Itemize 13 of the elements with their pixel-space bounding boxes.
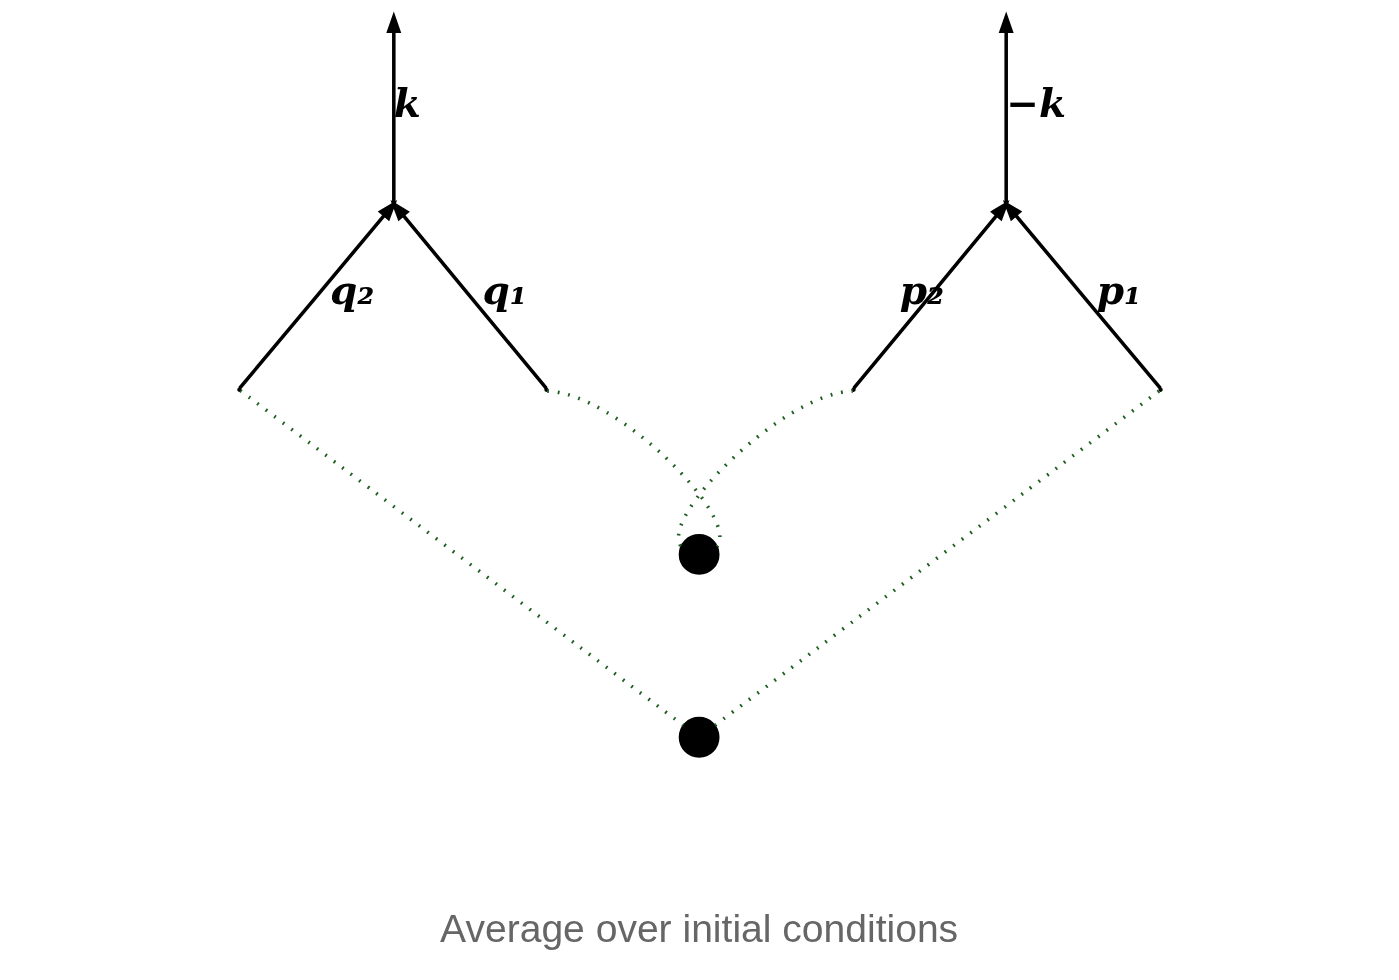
node-dot [678,534,720,575]
arrow [989,11,1022,222]
edge-label: q₂ [329,267,374,314]
connector [546,389,721,548]
edge-label: p₁ [1096,267,1141,314]
node-point [543,387,549,392]
connector [676,389,853,547]
node-dot [678,716,720,758]
node-point [236,387,242,392]
edge-label: q₁ [482,267,527,314]
node-point [1157,387,1163,392]
edge-label: −k [1005,80,1066,127]
label: Average over initial conditions [439,907,958,951]
